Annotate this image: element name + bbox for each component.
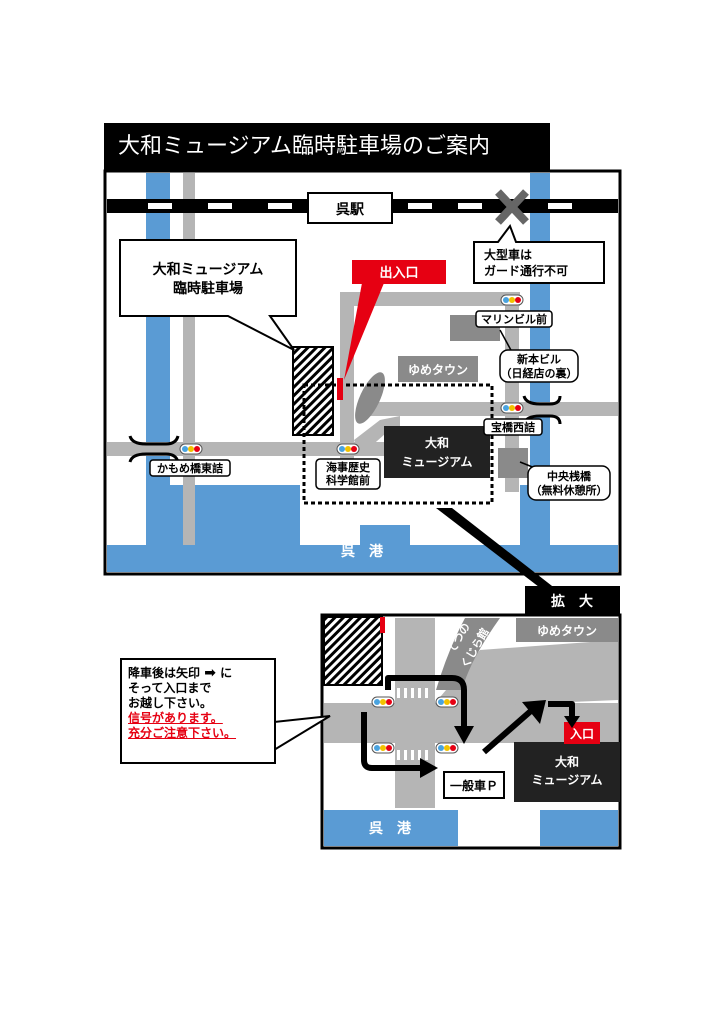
yamato-museum-label-line2: ミュージアム (402, 455, 473, 469)
kamome-bridge-label: かもめ橋東詰 (157, 461, 223, 475)
traffic-light-icon (371, 696, 395, 708)
station-label-box (307, 192, 393, 224)
zoom-area-outline (302, 383, 494, 505)
river-right (530, 173, 550, 493)
traffic-light-icon (500, 294, 524, 306)
zoom-entrance-label: 入口 (570, 727, 594, 741)
yamato-museum-label-line1: 大和 (425, 435, 449, 450)
marine-building-label: マリンビル前 (481, 312, 547, 326)
entrance-callout: 出入口 (337, 260, 446, 400)
parking-callout: 大和ミュージアム 臨時駐車場 (119, 239, 297, 351)
map-title: 大和ミュージアム臨時駐車場のご案内 (104, 123, 550, 171)
zoom-museum-label-line1: 大和 (555, 754, 579, 769)
zoom-yume-town-label: ゆめタウン (537, 624, 597, 638)
yamato-museum-building (384, 426, 490, 478)
road-horizontal-right (360, 402, 618, 416)
note-warning2: 充分ご注意下さい。 (128, 726, 237, 740)
zoom-connector (436, 508, 570, 600)
note-line1: 降車後は矢印 ➡ に (128, 665, 233, 681)
traffic-light-icon (500, 402, 524, 414)
zoom-museum-label-line2: ミュージアム (532, 773, 603, 787)
arrow-right-icon: ➡ (204, 665, 216, 681)
zoom-parking-lot (323, 616, 383, 686)
road-horizontal-left (107, 442, 397, 456)
large-vehicle-callout: 大型車は ガード通行不可 (473, 223, 605, 284)
takarabashi-label: 宝橋西詰 (491, 420, 535, 434)
shinmoto-building-label-line1: 新本ビル (517, 352, 561, 366)
entrance-label: 出入口 (379, 265, 418, 281)
general-parking-label: 一般車Ｐ (450, 778, 498, 793)
zoom-yume-town-building (516, 618, 618, 642)
tetsu-no-kujira-building (436, 618, 500, 690)
road-vertical-left (183, 173, 195, 545)
zoom-map: 拡 大 (320, 586, 622, 850)
drop-off-note: 降車後は矢印 ➡ に そって入口まで お越し下さい。 信号があります。 充分ご注… (120, 658, 276, 764)
parking-callout-line2: 臨時駐車場 (173, 280, 243, 297)
maritime-museum-label-line1: 海事歴史 (326, 460, 371, 474)
port-water (107, 485, 618, 572)
port-label: 呉 港 (341, 543, 384, 560)
zoom-label: 拡 大 (551, 593, 593, 610)
large-vehicle-note-line2: ガード通行不可 (484, 263, 568, 278)
note-line3: お越し下さい。 (128, 696, 213, 710)
no-passage-x-icon (495, 189, 529, 225)
note-warning1: 信号があります。 (128, 711, 223, 725)
central-pier-label-line2: （無料休憩所） (531, 483, 608, 497)
large-vehicle-note-line1: 大型車は (484, 247, 532, 262)
station-label: 呉駅 (336, 202, 365, 218)
shinmoto-building-label-line2: （日経店の裏） (501, 366, 578, 380)
yume-town-label: ゆめタウン (408, 363, 468, 377)
zoom-yamato-museum-building (514, 742, 620, 802)
yume-town-building (398, 356, 478, 382)
traffic-light-icon (179, 443, 203, 455)
route-arrow-icon (361, 675, 575, 771)
maritime-museum-label-line2: 科学館前 (326, 473, 370, 487)
traffic-light-icon (435, 696, 459, 708)
zoom-port-label: 呉 港 (369, 820, 412, 837)
temporary-parking-lot (292, 346, 334, 436)
traffic-light-icon (435, 742, 459, 754)
zoom-entrance-box (564, 722, 600, 744)
river-left (146, 173, 170, 545)
parking-callout-line1: 大和ミュージアム (153, 261, 264, 278)
traffic-light-icon (336, 443, 360, 455)
traffic-light-icon (371, 742, 395, 754)
note-line2: そって入口まで (128, 681, 212, 695)
central-pier-label-line1: 中央桟橋 (547, 469, 592, 483)
